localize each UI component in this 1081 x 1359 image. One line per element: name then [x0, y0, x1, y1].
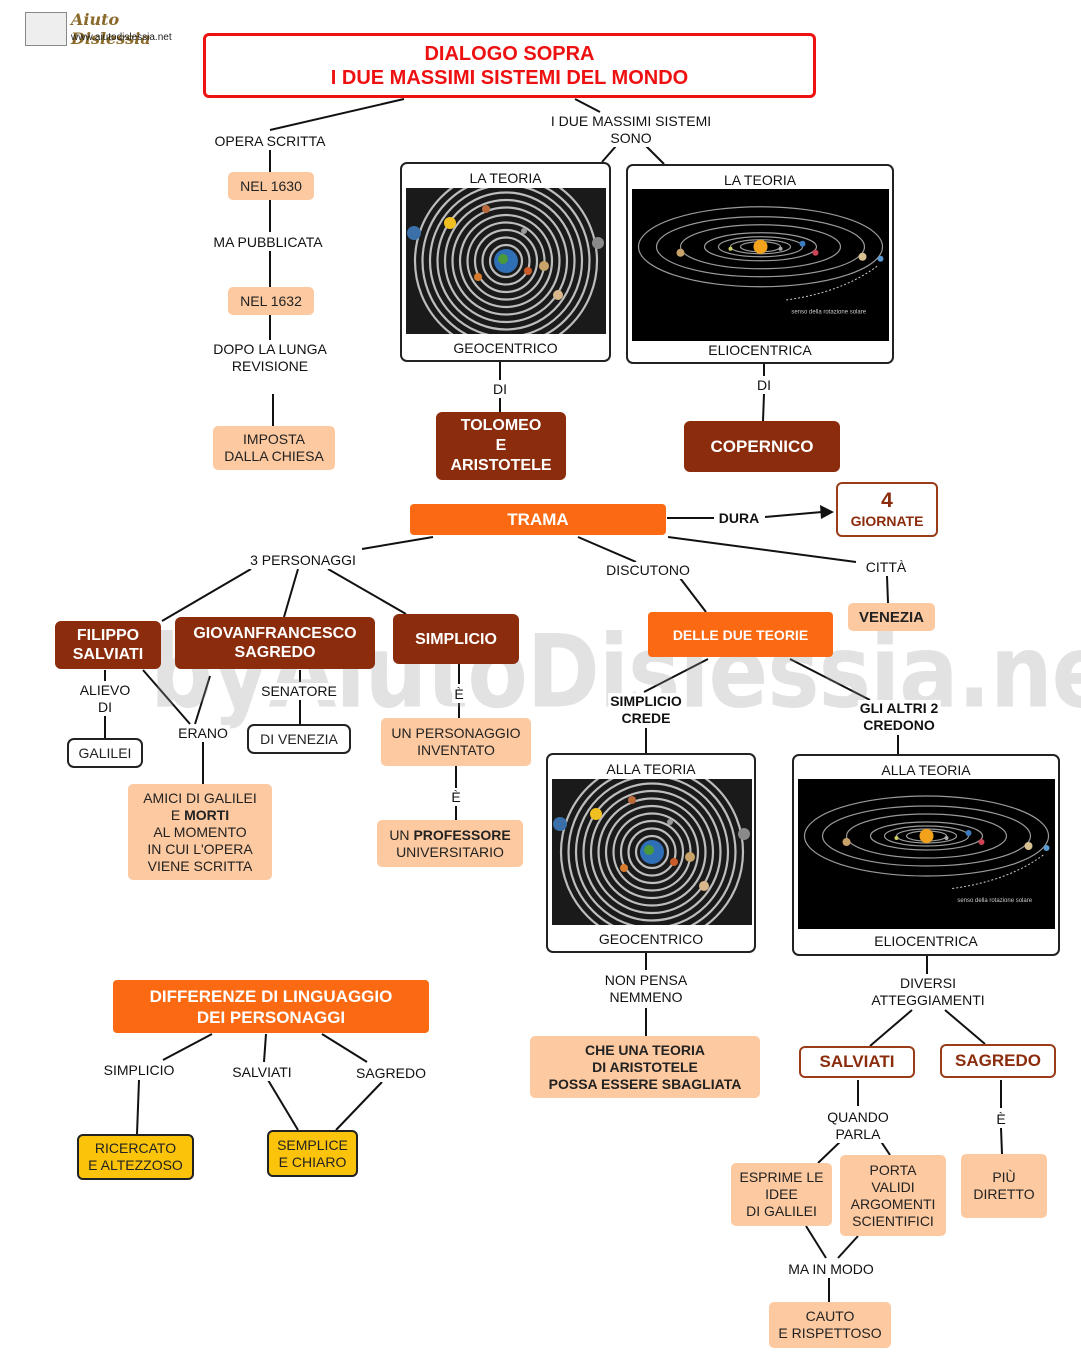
heliocentric-system-image-2: senso della rotazione solare — [798, 779, 1055, 929]
logo-url: www.aiutodislessia.net — [71, 32, 172, 43]
label-senatore: SENATORE — [259, 683, 339, 700]
label-sagredo-linguaggio: SAGREDO — [353, 1065, 429, 1082]
label-opera-scritta: OPERA SCRITTA — [212, 133, 328, 150]
card-alla-teoria-geocentrica: ALLA TEORIA GEOCENTRICO — [546, 753, 756, 953]
label-e-1: È — [452, 686, 466, 703]
box-4-giornate: 4 GIORNATE — [836, 482, 938, 537]
box-sagredo-atteggiamento: SAGREDO — [940, 1044, 1056, 1078]
box-copernico: COPERNICO — [684, 421, 840, 472]
geocentric-system-image-2 — [552, 779, 752, 925]
label-di-1: DI — [491, 381, 509, 398]
label-dura: DURA — [716, 510, 762, 527]
card-geo-bottom-label: GEOCENTRICO — [453, 340, 558, 356]
box-venezia: VENEZIA — [848, 603, 935, 631]
card-teoria-geocentrica: LA TEORIA GEOCENTRICO — [400, 162, 611, 362]
card-elio-top-label: LA TEORIA — [723, 172, 797, 188]
card2-geo-bottom-label: GEOCENTRICO — [598, 931, 704, 947]
heliocentric-system-image: senso della rotazione solare — [632, 189, 889, 341]
box-professore-universitario: UN PROFESSORE UNIVERSITARIO — [377, 820, 523, 867]
title-line-1: DIALOGO SOPRA — [424, 42, 595, 65]
box-nel-1630: NEL 1630 — [228, 172, 314, 200]
card-teoria-eliocentrica: LA TEORIA senso della rotazione solare E… — [626, 164, 894, 364]
box-nel-1632: NEL 1632 — [228, 287, 314, 315]
label-3-personaggi: 3 PERSONAGGI — [248, 552, 358, 569]
label-e-3: È — [994, 1111, 1008, 1128]
card2-elio-bottom-label: ELIOCENTRICA — [874, 933, 978, 949]
label-citta: CITTÀ — [863, 559, 909, 576]
card-elio-bottom-label: ELIOCENTRICA — [708, 342, 812, 358]
label-ma-pubblicata: MA PUBBLICATA — [211, 234, 325, 251]
main-title: DIALOGO SOPRA I DUE MASSIMI SISTEMI DEL … — [203, 33, 816, 98]
site-logo[interactable]: Aiuto Dislessia www.aiutodislessia.net — [25, 10, 185, 48]
label-ma-in-modo: MA IN MODO — [786, 1261, 876, 1278]
card2-geo-top-label: ALLA TEORIA — [606, 761, 696, 777]
box-galilei: GALILEI — [67, 738, 143, 768]
box-delle-due-teorie: DELLE DUE TEORIE — [648, 612, 833, 657]
label-simplicio-linguaggio: SIMPLICIO — [101, 1062, 177, 1079]
geocentric-system-image — [406, 188, 606, 334]
box-trama: TRAMA — [410, 504, 666, 535]
card2-elio-top-label: ALLA TEORIA — [881, 762, 971, 778]
box-amici-di-galilei: AMICI DI GALILEI E MORTI AL MOMENTO IN C… — [128, 784, 272, 880]
label-di-2: DI — [755, 377, 773, 394]
title-line-2: I DUE MASSIMI SISTEMI DEL MONDO — [330, 66, 689, 89]
label-discutono: DISCUTONO — [604, 562, 692, 579]
label-salviati-linguaggio: SALVIATI — [230, 1064, 294, 1081]
box-di-venezia: DI VENEZIA — [247, 724, 351, 754]
box-salviati-atteggiamento: SALVIATI — [799, 1046, 915, 1078]
rotation-caption: senso della rotazione solare — [957, 898, 1032, 904]
card-alla-teoria-eliocentrica: ALLA TEORIA senso della rotazione solare… — [792, 754, 1060, 956]
rotation-caption: senso della rotazione solare — [791, 310, 866, 316]
logo-name: Aiuto Dislessia — [71, 10, 151, 48]
label-e-2: È — [449, 789, 463, 806]
box-simplicio: SIMPLICIO — [393, 614, 519, 664]
label-erano: ERANO — [176, 725, 230, 742]
card-geo-top-label: LA TEORIA — [469, 170, 542, 186]
book-icon — [25, 12, 67, 46]
